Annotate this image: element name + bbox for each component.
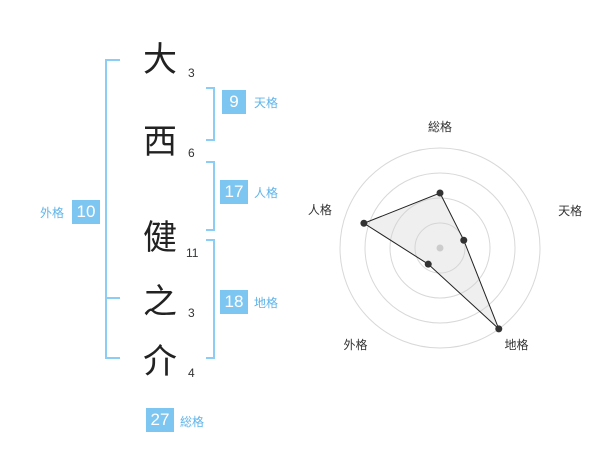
jinkaku-label: 人格 [254,186,279,200]
stroke-count-1: 3 [188,66,195,80]
name-char-1: 大 [143,40,177,80]
radar-ring [364,172,516,324]
radar-polygon [362,192,500,330]
gaikaku-bracket [105,59,120,359]
radar-axis-label-chikaku: 地格 [504,338,529,353]
tenkaku-label: 天格 [254,96,279,110]
stroke-count-4: 3 [188,306,195,320]
tenkaku-bracket [206,87,215,141]
radar-axis-label-jinkaku: 人格 [307,202,332,217]
radar-ring [414,222,466,274]
name-char-4: 之 [143,282,177,322]
chikaku-badge: 18 [220,290,248,314]
soukaku-badge: 27 [146,408,174,432]
radar-ring [339,147,541,349]
radar-point-4 [360,219,368,227]
radar-axis-label-soukaku: 総格 [428,120,453,134]
name-char-5: 介 [143,342,177,382]
chikaku-bracket [206,239,215,359]
radar-point-2 [495,325,503,333]
stroke-count-2: 6 [188,146,195,160]
name-char-2: 西 [143,122,177,162]
gaikaku-label: 外格 [40,206,65,220]
tenkaku-badge: 9 [222,90,246,114]
stroke-count-3: 11 [186,246,199,260]
jinkaku-bracket [206,161,215,231]
radar-axis-label-tenkaku: 天格 [558,203,583,218]
radar-point-0 [436,189,444,197]
radar-point-3 [424,260,432,268]
radar-point-1 [460,236,468,244]
gaikaku-badge: 10 [72,200,100,224]
chikaku-label: 地格 [254,296,279,310]
radar-axis-label-gaikaku: 外格 [343,338,368,353]
soukaku-label: 総格 [180,415,205,429]
radar-ring [389,197,491,299]
stroke-count-5: 4 [188,366,195,380]
radar-center-dot [436,244,444,252]
jinkaku-badge: 17 [220,180,248,204]
name-char-3: 健 [143,218,177,258]
